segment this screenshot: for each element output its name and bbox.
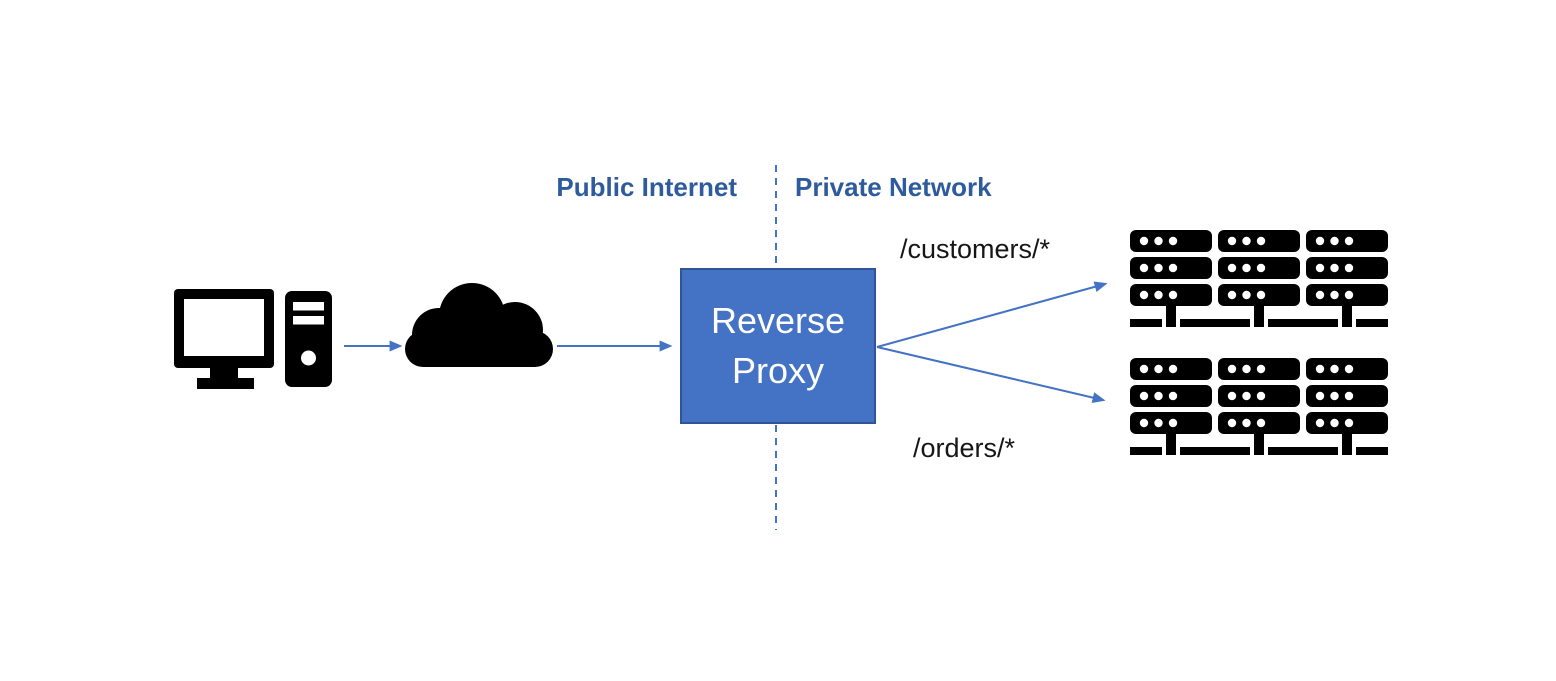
customers-server-cluster-icon	[1130, 230, 1390, 327]
arrow-proxy-to-orders-servers	[876, 346, 1106, 403]
zone-label-private-network: Private Network	[795, 172, 992, 202]
reverse-proxy-label: Reverse Proxy	[710, 300, 846, 391]
orders-server-cluster-icon	[1130, 358, 1390, 455]
arrow-proxy-to-customers-servers	[876, 281, 1108, 348]
route-label-customers: /customers/*	[899, 234, 1051, 264]
reverse-proxy-node: Reverse Proxy	[680, 268, 876, 424]
zone-label-public-internet: Public Internet	[556, 172, 737, 202]
route-label-orders: /orders/*	[912, 433, 1016, 463]
cloud-icon	[405, 283, 553, 367]
desktop-computer-icon	[174, 289, 332, 389]
